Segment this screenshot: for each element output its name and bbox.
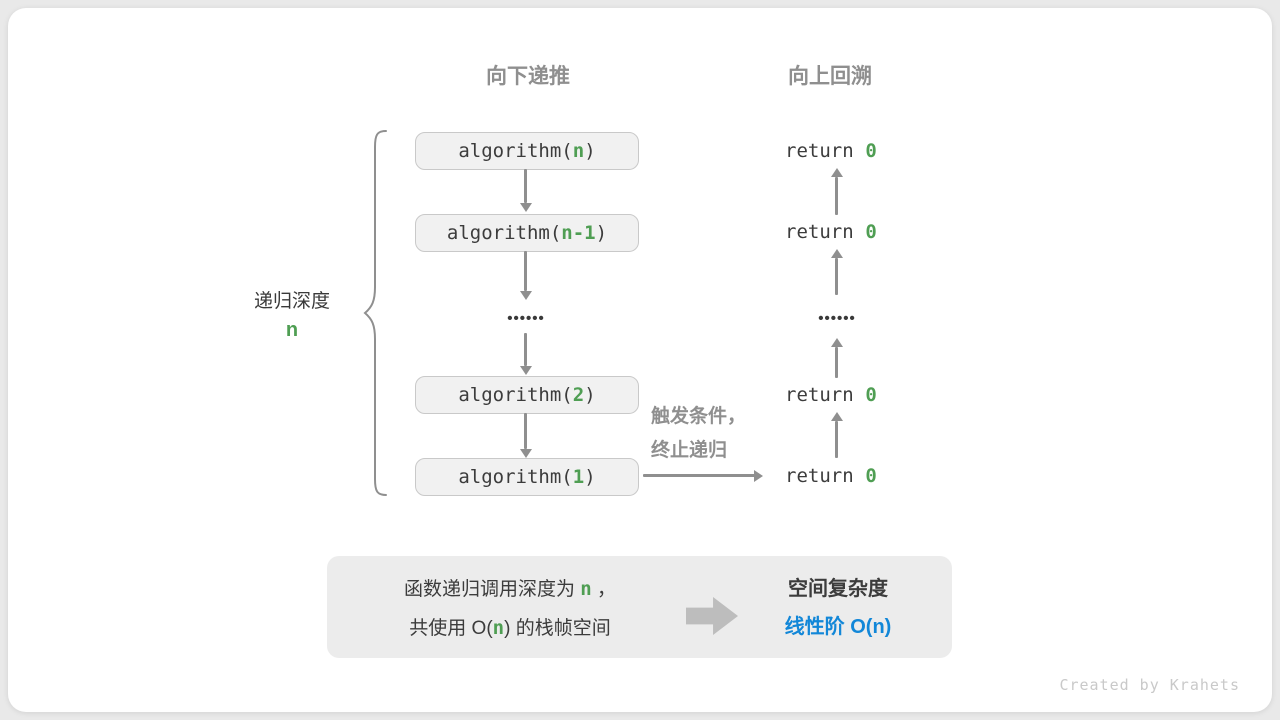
down-arrow xyxy=(524,251,527,291)
watermark: Created by Krahets xyxy=(1059,676,1240,694)
up-arrow xyxy=(835,347,838,378)
call-text: algorithm(n) xyxy=(458,140,595,162)
trigger-line-2: 终止递归 xyxy=(651,440,728,461)
call-box-2: algorithm(2) xyxy=(415,376,639,414)
call-text: algorithm(1) xyxy=(458,466,595,488)
down-arrow xyxy=(524,169,527,203)
summary-text: 函数递归调用深度为 xyxy=(403,579,581,600)
return-statement: return 0 xyxy=(785,465,877,487)
call-arg: n-1 xyxy=(561,222,596,244)
depth-label: 递归深度 xyxy=(253,291,330,312)
call-box-n: algorithm(n) xyxy=(415,132,639,170)
return-keyword: return xyxy=(785,465,854,487)
call-prefix: algorithm( xyxy=(458,466,573,488)
summary-box xyxy=(327,556,952,658)
call-box-1: algorithm(1) xyxy=(415,458,639,496)
call-text: algorithm(2) xyxy=(458,384,595,406)
return-value: 0 xyxy=(865,221,877,243)
up-arrow xyxy=(835,421,838,458)
ellipsis-dots-left: •••••• xyxy=(507,310,545,327)
summary-right-text: 空间复杂度 线性阶 O(n) xyxy=(738,570,938,646)
summary-line-2: 共使用 O(n) 的栈帧空间 xyxy=(340,609,680,648)
header-backtrack-up: 向上回溯 xyxy=(788,65,872,88)
call-text: algorithm(n-1) xyxy=(447,222,607,244)
space-complexity-title: 空间复杂度 xyxy=(788,578,888,600)
header-recurse-down: 向下递推 xyxy=(486,65,570,88)
summary-variable: n xyxy=(580,578,592,600)
up-arrow xyxy=(835,258,838,295)
trigger-line-1: 触发条件， xyxy=(651,406,747,427)
call-box-n-1: algorithm(n-1) xyxy=(415,214,639,252)
summary-text: 共使用 O( xyxy=(409,618,493,639)
down-arrow xyxy=(524,333,527,366)
call-suffix: ) xyxy=(584,140,596,162)
return-value: 0 xyxy=(865,465,877,487)
return-statement: return 0 xyxy=(785,384,877,406)
summary-variable: n xyxy=(492,617,505,639)
space-complexity-result: 线性阶 O(n) xyxy=(784,616,892,638)
call-arg: 1 xyxy=(572,466,585,488)
return-statement: return 0 xyxy=(785,140,877,162)
call-suffix: ) xyxy=(584,384,596,406)
return-statement: return 0 xyxy=(785,221,877,243)
down-arrow xyxy=(524,413,527,449)
return-value: 0 xyxy=(865,140,877,162)
call-suffix: ) xyxy=(584,466,596,488)
return-keyword: return xyxy=(785,140,854,162)
return-keyword: return xyxy=(785,221,854,243)
summary-text: ) 的栈帧空间 xyxy=(504,618,611,639)
depth-variable: n xyxy=(285,319,299,341)
call-suffix: ) xyxy=(595,222,608,244)
return-keyword: return xyxy=(785,384,854,406)
return-value: 0 xyxy=(865,384,877,406)
trigger-label: 触发条件， 终止递归 xyxy=(651,400,746,468)
call-prefix: algorithm( xyxy=(458,140,573,162)
summary-left-text: 函数递归调用深度为 n ， 共使用 O(n) 的栈帧空间 xyxy=(340,570,680,648)
ellipsis-dots-right: •••••• xyxy=(818,310,856,327)
call-prefix: algorithm( xyxy=(446,222,562,244)
summary-line-1: 函数递归调用深度为 n ， xyxy=(340,570,680,609)
depth-brace xyxy=(363,130,387,496)
terminate-arrow xyxy=(643,474,755,477)
call-prefix: algorithm( xyxy=(458,384,573,406)
summary-text: ， xyxy=(591,579,616,600)
call-arg: n xyxy=(572,140,585,162)
call-arg: 2 xyxy=(572,384,585,406)
up-arrow xyxy=(835,177,838,215)
